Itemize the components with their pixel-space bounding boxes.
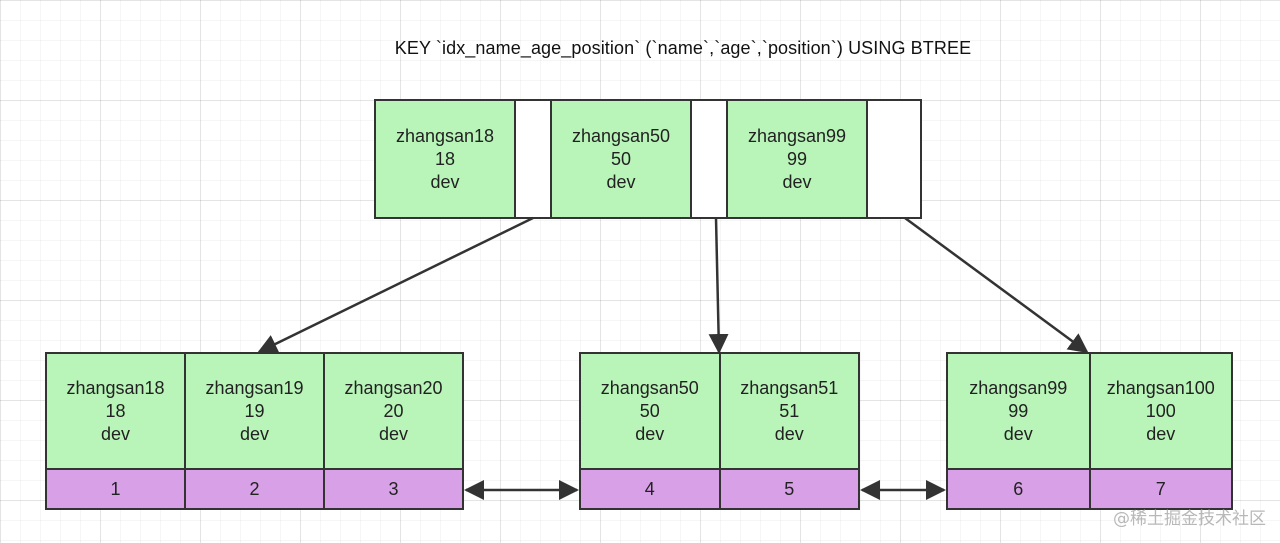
leaf-row-ids: 6 7 xyxy=(948,470,1231,508)
key-name: zhangsan50 xyxy=(571,125,671,146)
row-id-cell: 2 xyxy=(186,470,325,508)
leaf-node-2: zhangsan50 50 dev zhangsan51 51 dev 4 5 xyxy=(579,352,860,510)
key-name: zhangsan19 xyxy=(205,377,304,398)
key-name: zhangsan20 xyxy=(344,377,443,398)
leaf-keys: zhangsan18 18 dev zhangsan19 19 dev zhan… xyxy=(47,354,462,470)
key-age: 50 xyxy=(610,148,632,169)
key-name: zhangsan18 xyxy=(395,125,495,146)
index-definition-title: KEY `idx_name_age_position` (`name`,`age… xyxy=(394,38,972,58)
key-age: 18 xyxy=(105,400,126,421)
key-name: zhangsan100 xyxy=(1106,377,1215,398)
key-age: 51 xyxy=(779,400,800,421)
leaf-key: zhangsan19 19 dev xyxy=(186,354,325,468)
leaf-key: zhangsan100 100 dev xyxy=(1090,354,1231,468)
leaf-key: zhangsan18 18 dev xyxy=(47,354,186,468)
root-pointer-3 xyxy=(868,101,920,217)
key-position: dev xyxy=(239,423,270,444)
key-age: 99 xyxy=(1008,400,1029,421)
root-key-2: zhangsan50 50 dev xyxy=(552,101,692,217)
key-age: 99 xyxy=(786,148,808,169)
pointer-arrow-right xyxy=(904,216,1089,354)
key-position: dev xyxy=(378,423,409,444)
pointer-arrow-middle xyxy=(708,217,729,354)
leaf-key: zhangsan20 20 dev xyxy=(325,354,462,468)
key-name: zhangsan99 xyxy=(969,377,1068,398)
root-key-3: zhangsan99 99 dev xyxy=(728,101,868,217)
key-age: 50 xyxy=(639,400,660,421)
key-name: zhangsan51 xyxy=(740,377,839,398)
root-key-1: zhangsan18 18 dev xyxy=(376,101,516,217)
leaf-key: zhangsan99 99 dev xyxy=(948,354,1091,468)
root-pointer-1 xyxy=(516,101,552,217)
leaf-node-3: zhangsan99 99 dev zhangsan100 100 dev 6 … xyxy=(946,352,1233,510)
leaf-keys: zhangsan50 50 dev zhangsan51 51 dev xyxy=(581,354,858,470)
key-position: dev xyxy=(606,171,636,192)
leaf-node-1: zhangsan18 18 dev zhangsan19 19 dev zhan… xyxy=(45,352,464,510)
root-node: zhangsan18 18 dev zhangsan50 50 dev zhan… xyxy=(374,99,922,219)
key-position: dev xyxy=(774,423,804,444)
key-position: dev xyxy=(782,171,812,192)
row-id-cell: 7 xyxy=(1090,470,1231,508)
root-pointer-2 xyxy=(692,101,728,217)
key-age: 100 xyxy=(1145,400,1176,421)
key-position: dev xyxy=(100,423,131,444)
row-id-cell: 6 xyxy=(948,470,1091,508)
key-position: dev xyxy=(635,423,665,444)
key-position: dev xyxy=(430,171,460,192)
key-name: zhangsan50 xyxy=(600,377,699,398)
row-id-cell: 1 xyxy=(47,470,186,508)
leaf-keys: zhangsan99 99 dev zhangsan100 100 dev xyxy=(948,354,1231,470)
key-name: zhangsan99 xyxy=(747,125,847,146)
leaf-key: zhangsan50 50 dev xyxy=(581,354,721,468)
key-name: zhangsan18 xyxy=(66,377,165,398)
key-position: dev xyxy=(1146,423,1176,444)
leaf-row-ids: 1 2 3 xyxy=(47,470,462,508)
key-age: 19 xyxy=(244,400,265,421)
watermark: @稀土掘金技术社区 xyxy=(1113,509,1266,529)
row-id-cell: 3 xyxy=(325,470,462,508)
row-id-cell: 5 xyxy=(720,470,858,508)
key-age: 20 xyxy=(383,400,404,421)
leaf-key: zhangsan51 51 dev xyxy=(720,354,858,468)
row-id-cell: 4 xyxy=(581,470,721,508)
key-age: 18 xyxy=(434,148,456,169)
pointer-arrow-left xyxy=(257,216,534,354)
key-position: dev xyxy=(1003,423,1033,444)
leaf-row-ids: 4 5 xyxy=(581,470,858,508)
